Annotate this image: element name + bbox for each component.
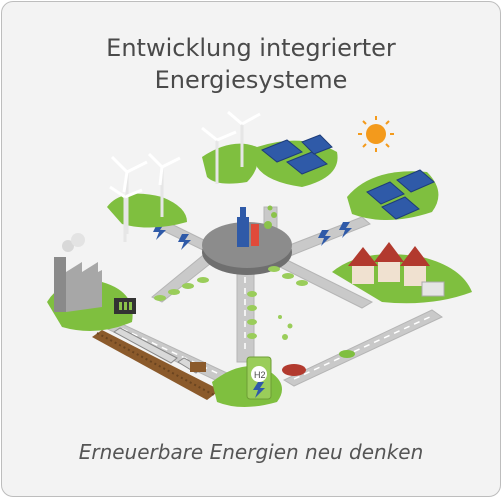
title-line-2: Energiesysteme — [154, 66, 348, 95]
residential-area — [332, 242, 472, 304]
energy-flow-icons — [153, 222, 352, 250]
rail-track — [92, 330, 220, 400]
car-icon — [190, 350, 355, 376]
house-icon — [348, 242, 445, 297]
factory-icon — [54, 233, 102, 312]
tagline: Erneuerbare Energien neu denken — [78, 440, 424, 464]
wind-farm — [107, 152, 187, 242]
hydrogen-station-icon: H2 — [246, 356, 272, 400]
solar-panel-icon — [261, 134, 333, 175]
industry-area — [47, 233, 136, 331]
road-markings — [111, 277, 433, 381]
battery-icon — [114, 298, 136, 314]
hydrogen-station: H2 — [212, 315, 293, 407]
wind-farm-2 — [201, 110, 261, 184]
sun-icon — [358, 116, 394, 152]
solar-park-1 — [257, 134, 338, 187]
title-line-1: Entwicklung integrierter — [106, 34, 396, 63]
wind-turbine-icon — [109, 152, 181, 242]
page-title: Entwicklung integrierter Energiesysteme — [2, 32, 500, 96]
energy-hub — [202, 205, 292, 275]
energy-pellets — [154, 266, 308, 339]
solar-park-2 — [347, 169, 439, 221]
hydrogen-label: H2 — [254, 370, 266, 380]
